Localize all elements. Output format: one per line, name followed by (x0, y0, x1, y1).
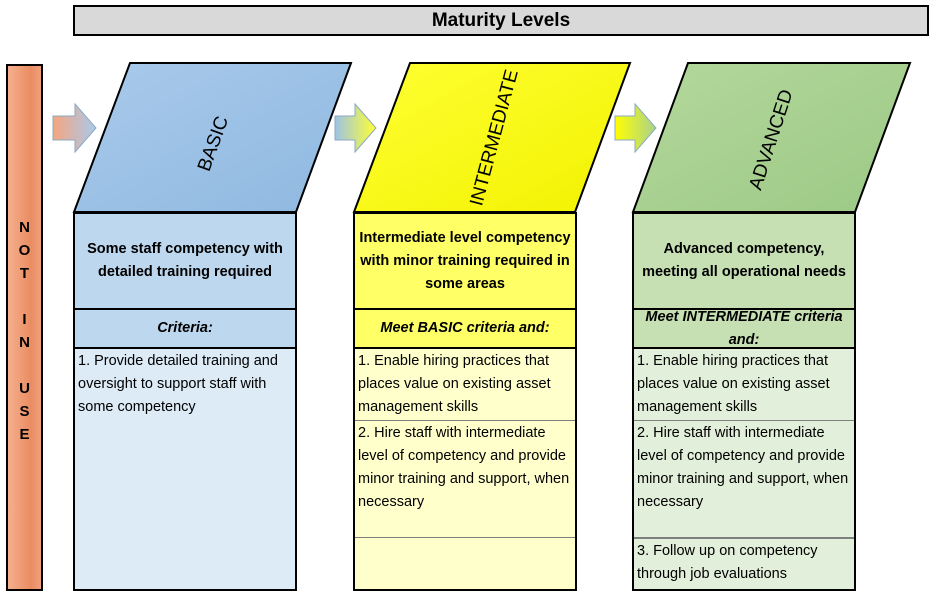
not-in-use-letter: N (19, 334, 30, 351)
advanced-column: Advanced competency, meeting all operati… (632, 212, 856, 591)
not-in-use-letter: U (19, 380, 30, 397)
basic-description: Some staff competency with detailed trai… (73, 212, 297, 310)
advanced-description: Advanced competency, meeting all operati… (632, 212, 856, 310)
arrow-icon (52, 102, 97, 154)
list-item: 1. Provide detailed training and oversig… (78, 353, 278, 415)
not-in-use-bar: N O T I N U S E (6, 64, 43, 591)
intermediate-criteria-header: Meet BASIC criteria and: (353, 308, 577, 349)
advanced-criteria-text: Meet INTERMEDIATE criteria and: (645, 308, 843, 348)
not-in-use-letter: T (19, 265, 30, 282)
not-in-use-letter: O (18, 242, 31, 259)
intermediate-column: Intermediate level competency with minor… (353, 212, 577, 591)
basic-criteria-header: Criteria: (73, 308, 297, 349)
advanced-description-text: Advanced competency, meeting all operati… (642, 241, 846, 280)
list-item: 1. Enable hiring practices that places v… (355, 349, 575, 421)
list-item: 1. Enable hiring practices that places v… (634, 349, 854, 421)
advanced-criteria-header: Meet INTERMEDIATE criteria and: (632, 308, 856, 349)
level-headers: BASIC INTERMEDIATE ADVANCED (52, 62, 912, 213)
basic-criteria-text: Criteria: (157, 320, 213, 336)
basic-criteria-list: 1. Provide detailed training and oversig… (73, 347, 297, 591)
intermediate-description-text: Intermediate level competency with minor… (359, 229, 571, 292)
list-item: 3. Follow up on competency through job e… (634, 538, 854, 589)
not-in-use-letter: I (22, 311, 27, 328)
basic-description-text: Some staff competency with detailed trai… (87, 241, 283, 280)
not-in-use-letter: E (19, 426, 30, 443)
not-in-use-letter: N (19, 219, 30, 236)
intermediate-description: Intermediate level competency with minor… (353, 212, 577, 310)
intermediate-criteria-text: Meet BASIC criteria and: (380, 320, 550, 336)
list-item: 2. Hire staff with intermediate level of… (355, 421, 575, 538)
basic-column: Some staff competency with detailed trai… (73, 212, 297, 591)
arrow-icon (334, 102, 377, 154)
list-item: 2. Hire staff with intermediate level of… (634, 421, 854, 538)
intermediate-criteria-list: 1. Enable hiring practices that places v… (353, 347, 577, 591)
arrow-icon (614, 102, 657, 154)
maturity-levels-title: Maturity Levels (73, 5, 929, 36)
not-in-use-letter: S (19, 403, 30, 420)
advanced-criteria-list: 1. Enable hiring practices that places v… (632, 347, 856, 591)
